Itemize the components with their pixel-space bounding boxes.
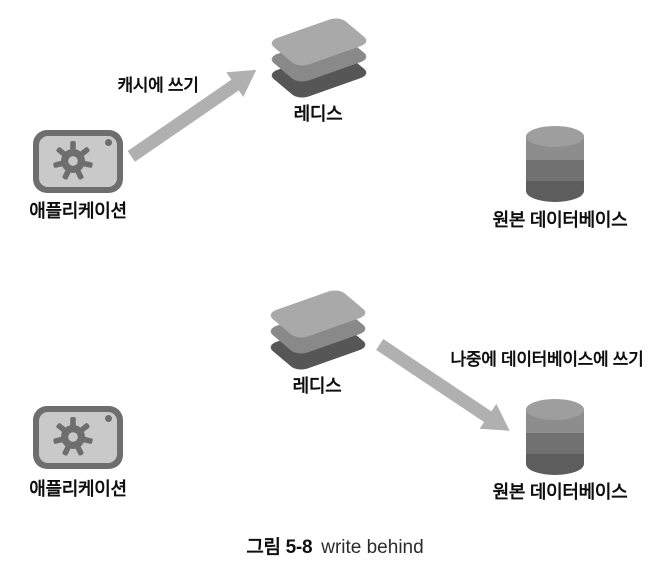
- database-body: [526, 136, 584, 202]
- redis-label: 레디스: [293, 104, 343, 124]
- application-icon: [33, 130, 123, 193]
- redis-stack-icon: [267, 15, 371, 102]
- database-top-ellipse: [526, 399, 584, 420]
- indicator-dot-icon: [105, 415, 112, 422]
- figure-caption: 그림 5-8 write behind: [0, 532, 670, 559]
- figure-number: 그림 5-8: [246, 537, 313, 558]
- redis-label: 레디스: [292, 376, 342, 396]
- database-cylinder-icon: [526, 126, 584, 202]
- source-database-label: 원본 데이터베이스: [492, 210, 628, 230]
- write-to-database-later-arrow-label: 나중에 데이터베이스에 쓰기: [450, 350, 644, 369]
- write-to-cache-arrow-label: 캐시에 쓰기: [117, 76, 199, 95]
- gear-icon: [53, 417, 93, 456]
- database-top-ellipse: [526, 126, 584, 147]
- application-label: 애플리케이션: [29, 201, 127, 221]
- application-label: 애플리케이션: [29, 479, 127, 499]
- gear-icon: [53, 141, 93, 180]
- redis-stack-icon: [266, 287, 370, 374]
- figure-title: write behind: [321, 537, 424, 558]
- source-database-label: 원본 데이터베이스: [492, 482, 628, 502]
- database-cylinder-icon: [526, 399, 584, 475]
- application-icon: [33, 406, 123, 469]
- database-body: [526, 409, 584, 475]
- indicator-dot-icon: [105, 139, 112, 146]
